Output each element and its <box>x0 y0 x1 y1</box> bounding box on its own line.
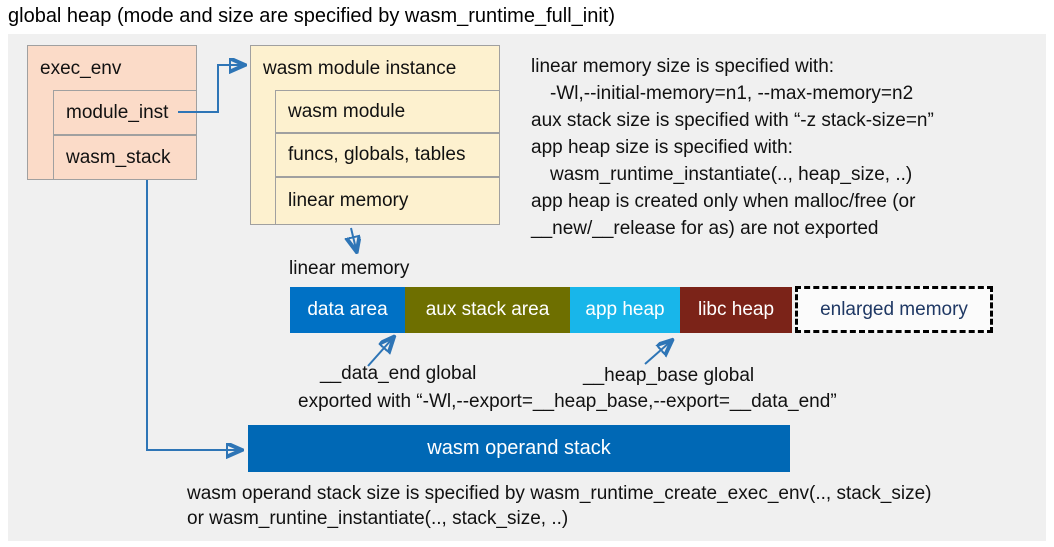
note-line: linear memory size is specified with: <box>531 56 835 77</box>
segment-libc-heap: libc heap <box>680 287 792 333</box>
module-inst-box: module_inst <box>53 90 197 135</box>
segment-data-area: data area <box>290 287 405 333</box>
wasm-module-box: wasm module <box>275 90 500 133</box>
heap-base-global-label: __heap_base global <box>583 365 755 386</box>
export-note-label: exported with “-Wl,--export=__heap_base,… <box>298 391 837 412</box>
module-instance-header: wasm module instance <box>263 57 457 79</box>
data-end-global-label: __data_end global <box>320 363 477 384</box>
memory-size-notes: linear memory size is specified with: -W… <box>531 53 934 242</box>
linear-memory-label: linear memory <box>289 258 410 279</box>
segment-aux-stack-area: aux stack area <box>405 287 570 333</box>
note-line: -Wl,--initial-memory=n1, --max-memory=n2 <box>550 83 914 104</box>
operand-stack-note-line1: wasm operand stack size is specified by … <box>187 483 932 504</box>
linear-memory-box: linear memory <box>275 177 500 225</box>
note-line: app heap is created only when malloc/fre… <box>531 191 916 212</box>
note-line: app heap size is specified with: <box>531 137 793 158</box>
wasm-stack-box: wasm_stack <box>53 135 197 180</box>
segment-app-heap: app heap <box>570 287 680 333</box>
operand-stack-note-line2: or wasm_runtine_instantiate(.., stack_si… <box>187 508 569 529</box>
wasm-operand-stack-bar: wasm operand stack <box>248 425 790 472</box>
note-line: aux stack size is specified with “-z sta… <box>531 110 934 131</box>
note-line: __new/__release for as) are not exported <box>531 218 879 239</box>
diagram-title: global heap (mode and size are specified… <box>8 5 615 27</box>
note-line: wasm_runtime_instantiate(.., heap_size, … <box>550 164 913 185</box>
funcs-globals-tables-box: funcs, globals, tables <box>275 133 500 177</box>
exec-env-header: exec_env <box>40 57 122 79</box>
segment-enlarged-memory: enlarged memory <box>795 286 993 333</box>
